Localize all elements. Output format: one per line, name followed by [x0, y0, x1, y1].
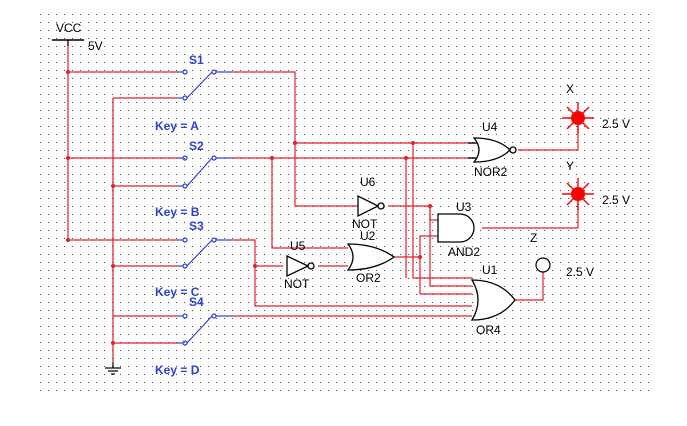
- gate-u6-not[interactable]: [357, 194, 385, 218]
- gate-u1-type: OR4: [476, 323, 501, 337]
- u2-to-u1-wire: [419, 257, 472, 295]
- vcc-label: VCC: [56, 21, 82, 35]
- s3-to-u1-wire: [254, 266, 472, 307]
- junction-dot: [66, 70, 70, 74]
- probe-3-lamp-icon: [535, 257, 551, 273]
- gate-u5-ref: U5: [290, 239, 306, 253]
- probe-y: [562, 178, 594, 210]
- vcc-source: VCC 5V: [52, 21, 103, 53]
- junction-dot: [293, 141, 297, 145]
- gate-u5-type: NOT: [284, 277, 310, 291]
- switch-s3-key: Key = C: [155, 285, 200, 299]
- gate-u4-nor2[interactable]: [468, 137, 517, 163]
- junction-dot: [111, 341, 115, 345]
- gate-u2-ref: U2: [360, 229, 376, 243]
- switch-s4-name: S4: [189, 295, 204, 309]
- wires: [67, 40, 579, 362]
- vcc-voltage: 5V: [88, 39, 103, 53]
- probe-x: [562, 102, 594, 134]
- switch-s2-name: S2: [189, 139, 204, 153]
- junction-dot: [111, 184, 115, 188]
- gate-u3-ref: U3: [456, 200, 472, 214]
- probe-3-voltage: 2.5 V: [566, 265, 594, 279]
- switch-s1-key: Key = A: [155, 119, 199, 133]
- switch-s1[interactable]: [177, 69, 232, 101]
- junction-dot: [270, 156, 274, 160]
- probe-y-voltage: 2.5 V: [602, 193, 630, 207]
- ground-symbol: [105, 362, 121, 375]
- gate-u3-and2[interactable]: [437, 213, 475, 243]
- gate-u2-type: OR2: [356, 271, 381, 285]
- gate-u3-type: AND2: [448, 245, 480, 259]
- junction-dot: [253, 264, 257, 268]
- gate-u5-not[interactable]: [286, 254, 315, 278]
- probe-y-name: Y: [566, 159, 574, 173]
- net-label-z: Z: [530, 231, 537, 245]
- gate-u1-or4[interactable]: [470, 279, 516, 321]
- gate-u1-ref: U1: [482, 263, 498, 277]
- u1-to-probe3-wire: [515, 272, 544, 301]
- gate-u2-or2[interactable]: [346, 243, 396, 271]
- switch-s1-name: S1: [189, 53, 204, 67]
- gate-u4-ref: U4: [482, 120, 498, 134]
- junction-dot: [111, 264, 115, 268]
- u2-to-u3-wire: [394, 235, 438, 258]
- s2-to-u2-wire: [271, 158, 348, 249]
- s3-output-wire: [232, 239, 283, 267]
- gate-u4-type: NOR2: [474, 165, 508, 179]
- junction-dots: [66, 70, 432, 345]
- probe-x-name: X: [566, 82, 574, 96]
- switch-s4-key: Key = D: [155, 363, 200, 377]
- gate-u6-ref: U6: [360, 175, 376, 189]
- junction-dot: [66, 156, 70, 160]
- grid-dots: [40, 14, 649, 391]
- junction-dot: [428, 204, 432, 208]
- junction-dot: [404, 156, 408, 160]
- switch-s2[interactable]: [177, 155, 232, 189]
- probe-x-voltage: 2.5 V: [602, 117, 630, 131]
- junction-dot: [418, 255, 422, 259]
- u6-to-u1-wire: [429, 206, 472, 287]
- gate-u6-type: NOT: [352, 217, 378, 231]
- switch-s3[interactable]: [177, 237, 232, 269]
- s1-output-wire: [232, 71, 358, 207]
- switch-s3-name: S3: [189, 219, 204, 233]
- s1-to-u1-wire: [412, 143, 472, 279]
- switch-s2-key: Key = B: [155, 205, 200, 219]
- switch-s4[interactable]: [177, 313, 232, 346]
- junction-dot: [66, 238, 70, 242]
- junction-dot: [411, 141, 415, 145]
- probe-3: [535, 257, 551, 273]
